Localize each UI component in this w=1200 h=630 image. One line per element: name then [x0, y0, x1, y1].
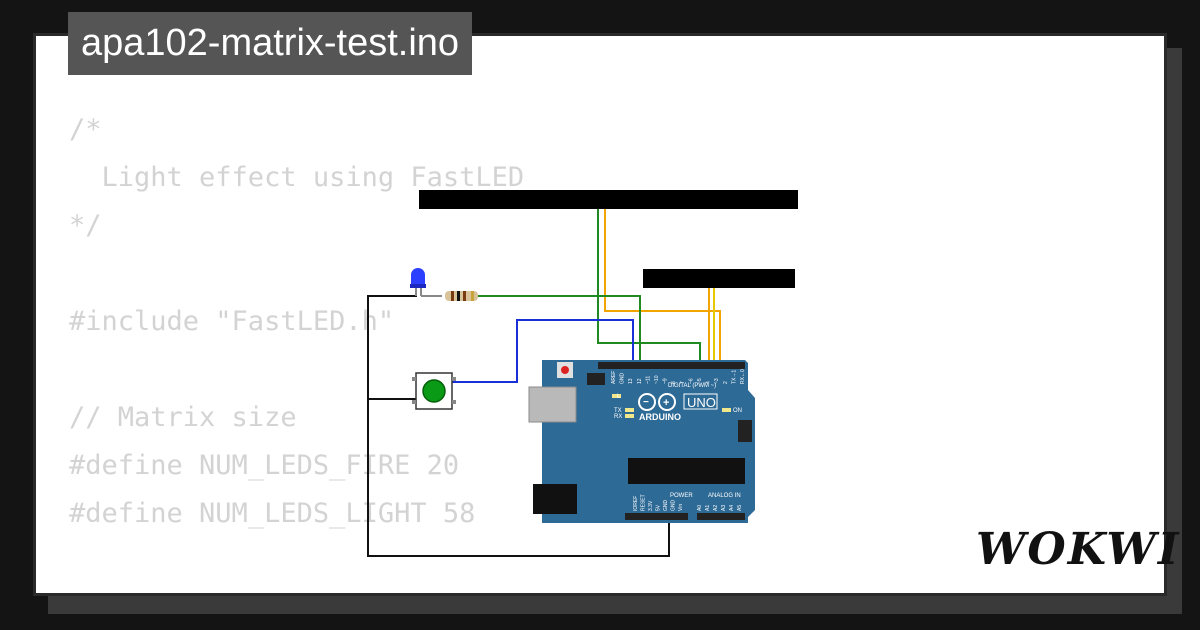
led-strip-fire[interactable] — [419, 190, 798, 209]
analog-header — [697, 513, 745, 520]
pin-label: AREF — [611, 371, 617, 384]
pin-label: 13 — [628, 378, 634, 384]
usb-port — [528, 386, 577, 423]
preview-card: /* Light effect using FastLED */ #include … — [33, 33, 1167, 596]
led-icon[interactable] — [410, 268, 426, 296]
power-header — [625, 513, 688, 520]
code-line: #define NUM_LEDS_LIGHT 58 — [69, 498, 476, 529]
pin-label: GND — [663, 500, 669, 512]
pin-label: 3.3V — [648, 500, 654, 511]
microcontroller-chip — [628, 458, 745, 484]
rx-led-label: RX — [614, 414, 622, 420]
wire-blue-button[interactable] — [452, 319, 634, 383]
resistor-icon[interactable] — [445, 291, 478, 301]
svg-text:+: + — [663, 397, 669, 409]
code-line: // Matrix size — [69, 402, 297, 433]
code-preview: /* Light effect using FastLED */ #include … — [69, 106, 525, 593]
led-strip-light[interactable] — [643, 269, 795, 288]
pin-label: IOREF — [633, 496, 639, 511]
pin-label: A5 — [737, 505, 743, 511]
on-label: ON — [733, 408, 742, 414]
pin-label: ~3 — [714, 378, 720, 384]
pin-label: Vin — [678, 504, 684, 511]
pin-label: 5V — [656, 504, 662, 511]
code-line: Light effect using FastLED — [69, 162, 525, 193]
pin-label: 2 — [723, 381, 729, 384]
wokwi-logo[interactable]: WOKWI — [976, 524, 1181, 575]
pin-label: ~11 — [645, 376, 651, 384]
code-line: #define NUM_LEDS_FIRE 20 — [69, 450, 460, 481]
pin-label: A0 — [697, 505, 703, 511]
sketch-title: apa102-matrix-test.ino — [68, 12, 473, 75]
wire-green-resistor[interactable] — [478, 295, 641, 362]
code-line: */ — [69, 210, 102, 241]
pin-label: A4 — [729, 505, 735, 511]
pin-label: 7 — [680, 381, 686, 384]
code-line: /* — [69, 114, 102, 145]
tx-led-label: TX — [614, 408, 622, 414]
svg-text:−: − — [643, 397, 649, 408]
pin-label: ~5 — [697, 378, 703, 384]
pin-label: ~6 — [688, 378, 694, 384]
l-led-label: L — [617, 394, 621, 400]
board-model-label: UNO — [687, 395, 716, 410]
power-jack — [533, 484, 577, 514]
arduino-uno-board[interactable]: − + ARDUINO UNO DIGITAL (PWM ~) POWER AN… — [528, 360, 755, 523]
power-label: POWER — [670, 493, 693, 499]
digital-label: DIGITAL (PWM ~) — [668, 383, 716, 389]
pin-label: A2 — [713, 505, 719, 511]
pin-label: A1 — [705, 505, 711, 511]
analog-label: ANALOG IN — [708, 493, 741, 499]
board-maker-label: ARDUINO — [639, 412, 681, 422]
pin-label: TX→1 — [731, 370, 737, 384]
pin-label: GND — [671, 500, 677, 512]
pin-label: 8 — [671, 381, 677, 384]
pin-label: 4 — [706, 381, 712, 384]
pushbutton-icon[interactable] — [412, 372, 456, 410]
pin-label: 12 — [637, 378, 643, 384]
pin-label: A3 — [721, 505, 727, 511]
pin-label: ~10 — [654, 375, 660, 384]
arduino-logo-icon — [638, 393, 676, 411]
digital-header — [598, 362, 745, 369]
wire-orange-strip[interactable] — [604, 209, 721, 362]
code-line: #include "FastLED.h" — [69, 306, 395, 337]
pin-label: GND — [620, 373, 626, 385]
pin-label: ~9 — [663, 378, 669, 384]
wire-green-strip[interactable] — [597, 209, 701, 362]
pin-label: RESET — [641, 494, 647, 511]
pin-label: RX←0 — [740, 369, 746, 384]
